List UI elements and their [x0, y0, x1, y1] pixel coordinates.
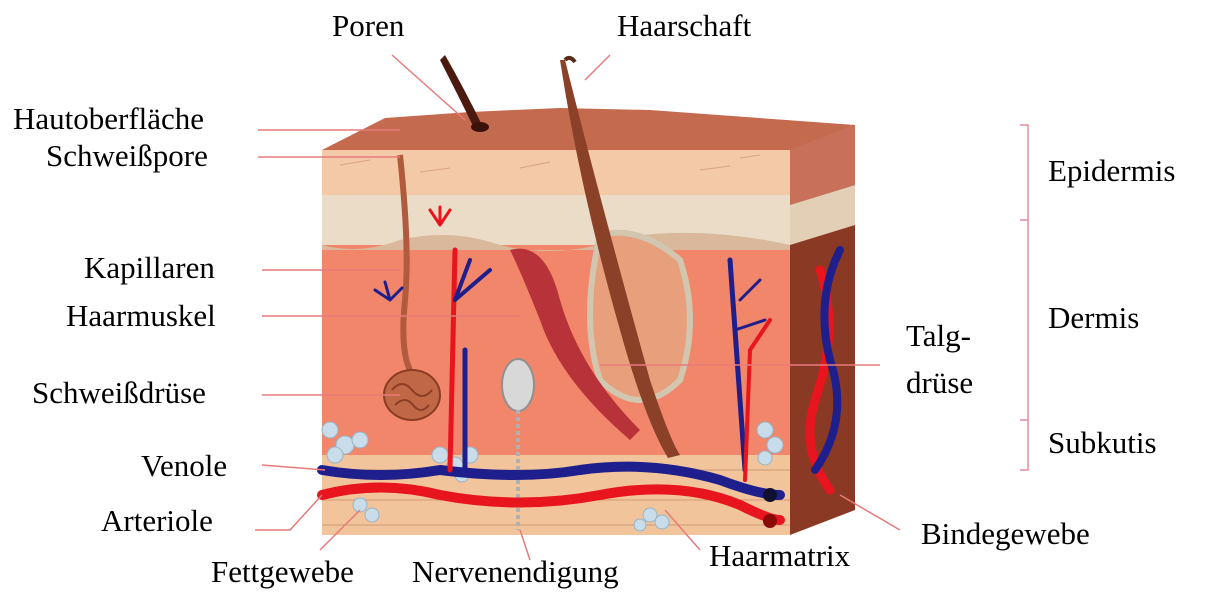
layer-brackets [1020, 125, 1028, 470]
label-poren: Poren [332, 10, 404, 41]
label-schweisspore: Schweißpore [46, 140, 208, 171]
label-haarmuskel: Haarmuskel [66, 300, 216, 331]
label-fettgewebe: Fettgewebe [211, 556, 354, 587]
label-talg-line1: Talg- [906, 320, 971, 351]
nerve-ending [502, 359, 534, 411]
label-venole: Venole [141, 450, 227, 481]
skin-surface [322, 108, 855, 150]
layer-subkutis: Subkutis [1048, 427, 1157, 458]
label-schweissdruese: Schweißdrüse [32, 377, 206, 408]
label-talg-line2: drüse [906, 367, 973, 398]
layer-dermis: Dermis [1048, 302, 1139, 333]
label-arteriole: Arteriole [101, 505, 213, 536]
label-bindegewebe: Bindegewebe [921, 518, 1090, 549]
label-haarschaft: Haarschaft [617, 10, 751, 41]
label-haarmatrix: Haarmatrix [709, 540, 850, 571]
label-hautoberflaeche: Hautoberfläche [13, 103, 204, 134]
label-kapillaren: Kapillaren [84, 252, 215, 283]
label-nervenendigung: Nervenendigung [412, 556, 619, 587]
layer-epidermis: Epidermis [1048, 155, 1175, 186]
